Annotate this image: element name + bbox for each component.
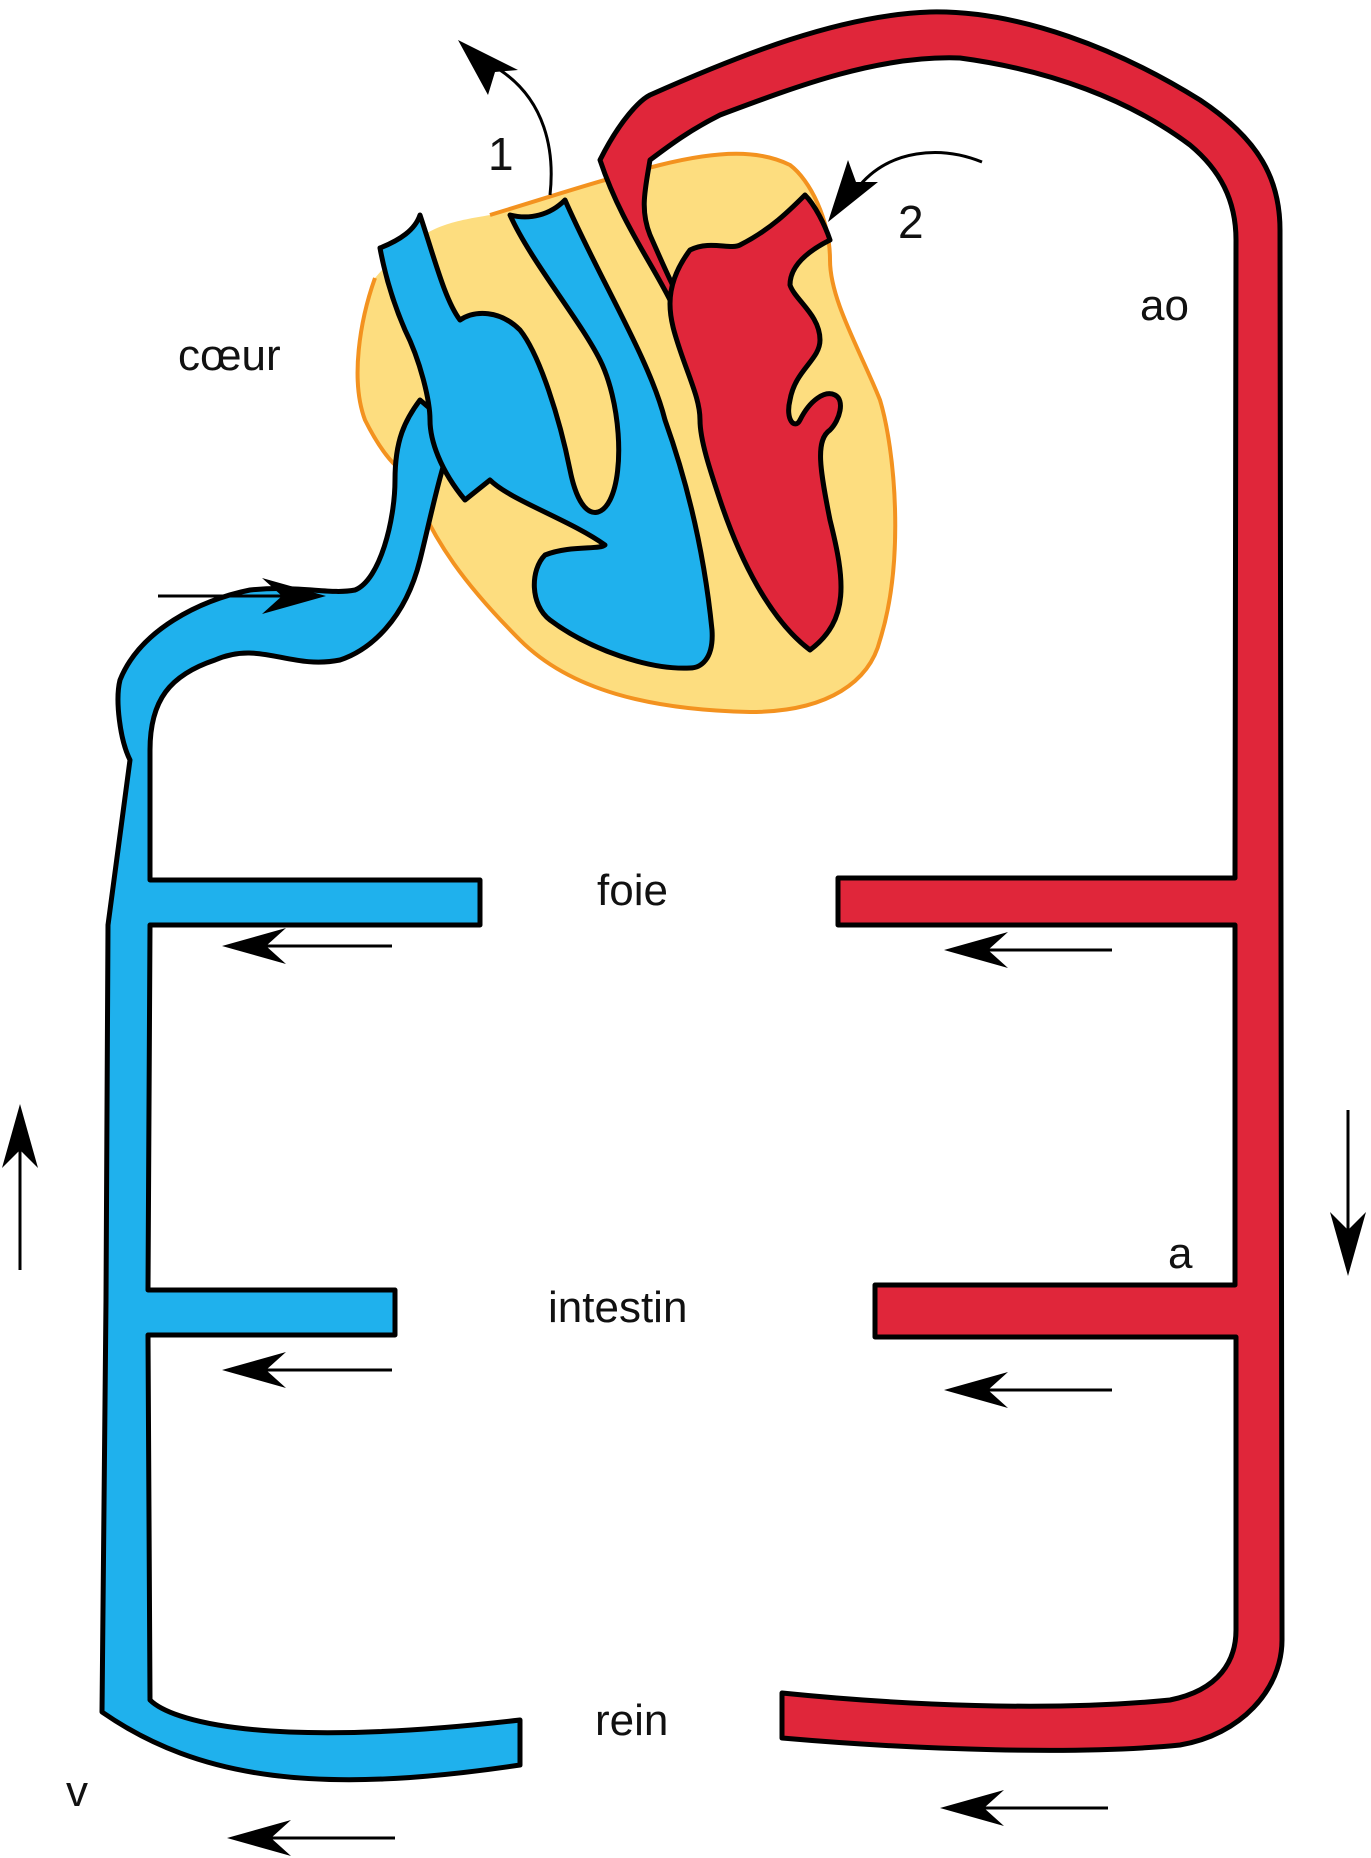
arrow-left-icon bbox=[227, 1820, 395, 1856]
aorta-label: ao bbox=[1140, 281, 1189, 330]
artery-label: a bbox=[1168, 1229, 1193, 1278]
marker-1-label: 1 bbox=[488, 128, 514, 180]
heart-label: cœur bbox=[178, 331, 281, 380]
venous-system bbox=[102, 200, 712, 1780]
arrow-left-icon bbox=[222, 1352, 392, 1388]
arrow-down-icon bbox=[1330, 1110, 1366, 1276]
main-vein bbox=[102, 400, 520, 1780]
intestine-label: intestin bbox=[548, 1283, 687, 1332]
marker-2-label: 2 bbox=[898, 196, 924, 248]
liver-label: foie bbox=[597, 866, 668, 915]
vein-label: v bbox=[66, 1767, 88, 1816]
kidney-label: rein bbox=[595, 1696, 668, 1745]
arterial-system bbox=[600, 12, 1282, 1750]
arrow-left-icon bbox=[222, 928, 392, 964]
arrow-up-icon bbox=[2, 1104, 38, 1270]
arrow-left-icon bbox=[940, 1790, 1108, 1826]
arrow-left-icon bbox=[944, 1372, 1112, 1408]
arrow-left-icon bbox=[944, 932, 1112, 968]
